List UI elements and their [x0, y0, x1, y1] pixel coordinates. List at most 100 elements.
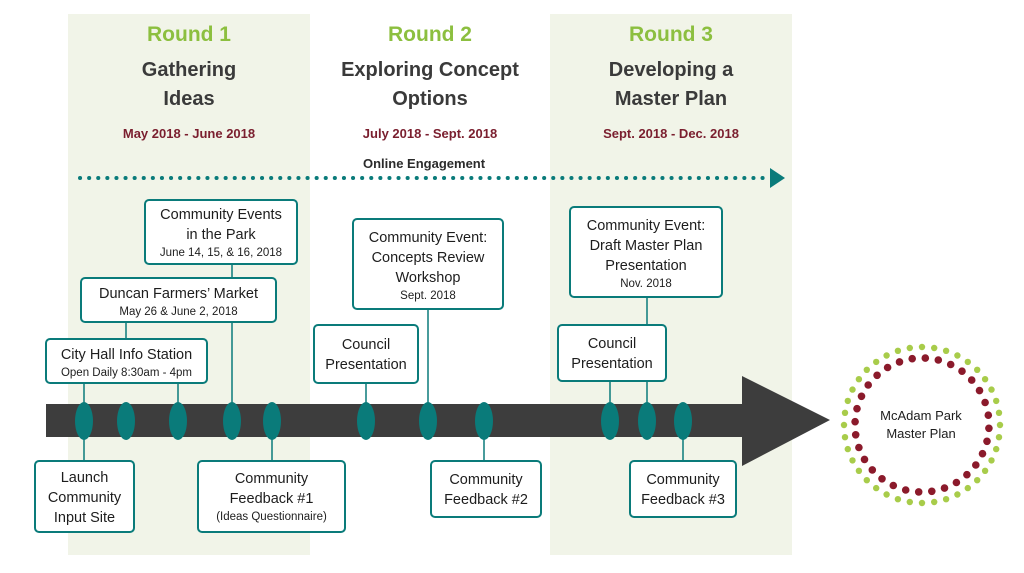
ring-dot — [863, 366, 870, 373]
box-launch: Launch Community Input Site — [34, 460, 135, 533]
main-timeline-arrow — [46, 376, 830, 466]
box-community-events-park: Community Events in the Park June 14, 15… — [144, 199, 298, 265]
round-3-label: Round 3 — [629, 23, 713, 46]
marker-community-events-park — [223, 402, 241, 440]
box-draft-plan: Community Event: Draft Master Plan Prese… — [569, 206, 723, 298]
ring-dot — [873, 358, 880, 366]
ring-dot — [974, 366, 981, 373]
ring-dot — [849, 457, 856, 464]
ring-dot — [993, 397, 1000, 405]
ring-dot — [974, 477, 981, 484]
round-1-dates: May 2018 - June 2018 — [122, 126, 256, 141]
box-feedback-1: Community Feedback #1 (Ideas Questionnai… — [197, 460, 346, 533]
marker-draft-plan — [638, 402, 656, 440]
ring-dot — [873, 484, 880, 492]
box-city-hall: City Hall Info Station Open Daily 8:30am… — [45, 338, 208, 384]
ring-dot — [995, 409, 1003, 416]
online-engagement-arrowhead — [770, 168, 785, 188]
ring-dot — [894, 496, 902, 503]
master-plan-label: McAdam Park Master Plan — [880, 408, 962, 441]
marker-feedback-3 — [674, 402, 692, 440]
ring-dot — [988, 386, 995, 393]
ring-dot — [901, 486, 910, 494]
marker-launch — [75, 402, 93, 440]
box-feedback-3: Community Feedback #3 — [629, 460, 737, 518]
ring-dot — [954, 352, 961, 359]
ring-dot — [889, 481, 898, 490]
ring-dot — [952, 478, 961, 487]
box-concepts-workshop: Community Event: Concepts Review Worksho… — [352, 218, 504, 310]
ring-dot — [844, 397, 851, 405]
ring-dot — [873, 371, 881, 380]
marker-duncan-market — [117, 402, 135, 440]
ring-dot — [853, 404, 861, 413]
ring-dot — [860, 455, 869, 464]
box-council-1: Council Presentation — [313, 324, 419, 384]
box-feedback-2: Community Feedback #2 — [430, 460, 542, 518]
ring-dot — [981, 376, 989, 383]
ring-dot — [855, 376, 863, 383]
ring-dot — [855, 467, 863, 474]
marker-feedback-2 — [475, 402, 493, 440]
marker-feedback-1 — [263, 402, 281, 440]
round-2-dates: July 2018 - Sept. 2018 — [362, 126, 498, 141]
online-engagement-label: Online Engagement — [363, 156, 486, 171]
ring-dot — [918, 343, 926, 351]
ring-dot — [894, 347, 902, 354]
ring-dot — [895, 358, 904, 366]
ring-dot — [975, 386, 984, 395]
ring-dot — [849, 386, 856, 393]
box-duncan-market: Duncan Farmers’ Market May 26 & June 2, … — [80, 277, 277, 323]
ring-dot — [946, 360, 955, 369]
ring-dot — [983, 437, 991, 446]
ring-dot — [954, 491, 961, 498]
ring-dot — [988, 457, 995, 464]
round-2-label: Round 2 — [388, 23, 472, 46]
master-plan-dot-ring — [840, 343, 1004, 507]
ring-dot — [878, 475, 886, 483]
ring-dot — [972, 461, 980, 469]
ring-dot — [964, 358, 971, 366]
box-council-2: Council Presentation — [557, 324, 667, 382]
ring-dot — [883, 491, 890, 498]
ring-dot — [841, 409, 849, 416]
ring-dot — [964, 484, 971, 492]
ring-dot — [857, 392, 866, 401]
ring-dot — [851, 431, 860, 439]
ring-dot — [981, 467, 989, 474]
ring-dot — [918, 499, 926, 507]
ring-dot — [934, 356, 943, 364]
ring-dot — [942, 347, 950, 354]
ring-dot — [985, 424, 993, 433]
ring-dot — [906, 344, 913, 352]
ring-dot — [868, 466, 877, 474]
ring-dot — [995, 434, 1003, 441]
ring-dot — [984, 411, 993, 420]
ring-dot — [921, 354, 930, 362]
ring-dot — [981, 398, 989, 407]
ring-dot — [851, 417, 859, 426]
ring-dot — [840, 421, 848, 429]
ring-dot — [996, 421, 1004, 429]
ring-dot — [978, 449, 987, 458]
ring-dot — [864, 381, 872, 389]
marker-concepts-workshop — [419, 402, 437, 440]
ring-dot — [942, 496, 950, 503]
ring-dot — [883, 363, 892, 372]
ring-dot — [841, 434, 849, 441]
ring-dot — [863, 477, 870, 484]
ring-dot — [967, 376, 976, 384]
ring-dot — [993, 445, 1000, 453]
ring-dot — [914, 488, 923, 496]
ring-dot — [908, 354, 916, 363]
ring-dot — [940, 484, 949, 492]
ring-dot — [855, 443, 863, 452]
round-1-label: Round 1 — [147, 23, 231, 46]
ring-dot — [958, 367, 966, 376]
ring-dot — [883, 352, 890, 359]
ring-dot — [906, 498, 913, 506]
